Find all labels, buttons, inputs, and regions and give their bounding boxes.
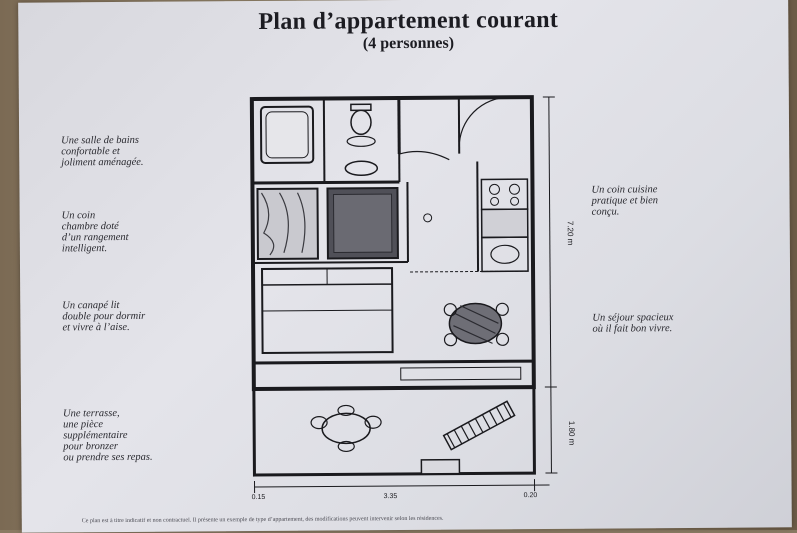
wardrobe	[257, 189, 317, 259]
terrace-wall	[254, 361, 534, 363]
bathroom-door-swing	[399, 151, 449, 160]
kitchen-sink	[491, 245, 519, 263]
floor-plan: 7.20 m 1.80 m 0.15 3.35 0.20	[249, 91, 582, 508]
dimension-line-main	[549, 97, 551, 387]
kitchen-sink-cabinet	[482, 237, 528, 271]
terrace-step	[421, 460, 459, 474]
floor-plan-drawing: 7.20 m 1.80 m 0.15 3.35 0.20	[249, 91, 582, 503]
ceiling-light	[424, 214, 432, 222]
entrance-door-swing	[459, 97, 509, 147]
note-bathroom: Une salle de bains confortable et jolime…	[61, 134, 231, 168]
sun-lounger	[444, 401, 515, 449]
dimension-line-bottom	[255, 485, 550, 487]
paper-sheet: Plan d’appartement courant (4 personnes)…	[18, 0, 792, 533]
toilet	[351, 110, 371, 134]
dimension-center-label: 3.35	[384, 493, 398, 500]
note-kitchen: Un coin cuisine pratique et bien conçu.	[591, 184, 741, 218]
dimension-terrace-label: 1.80 m	[567, 421, 576, 446]
bathtub-inner	[266, 112, 308, 158]
note-sofa-bed: Un canapé lit double pour dormir et vivr…	[62, 299, 232, 333]
note-living-room: Un séjour spacieux où il fait bon vivre.	[592, 312, 762, 335]
bathroom-basin	[347, 136, 375, 146]
note-bedroom: Un coin chambre doté d’un rangement inte…	[62, 209, 212, 254]
dimension-main-label: 7.20 m	[566, 221, 575, 246]
terrace-outline	[254, 387, 535, 475]
bathroom-sink	[345, 161, 377, 175]
cooktop	[481, 179, 527, 209]
terrace-table	[322, 413, 370, 443]
toilet-tank	[351, 104, 371, 110]
dimension-left-label: 0.15	[252, 494, 266, 501]
footnote: Ce plan est à titre indicatif et non con…	[82, 513, 782, 524]
kitchen-counter	[482, 209, 528, 237]
bay-window	[401, 367, 521, 380]
dimension-right-label: 0.20	[524, 492, 538, 499]
note-terrace: Une terrasse, une pièce supplémentaire p…	[63, 407, 243, 463]
dimension-line-terrace	[551, 387, 552, 473]
